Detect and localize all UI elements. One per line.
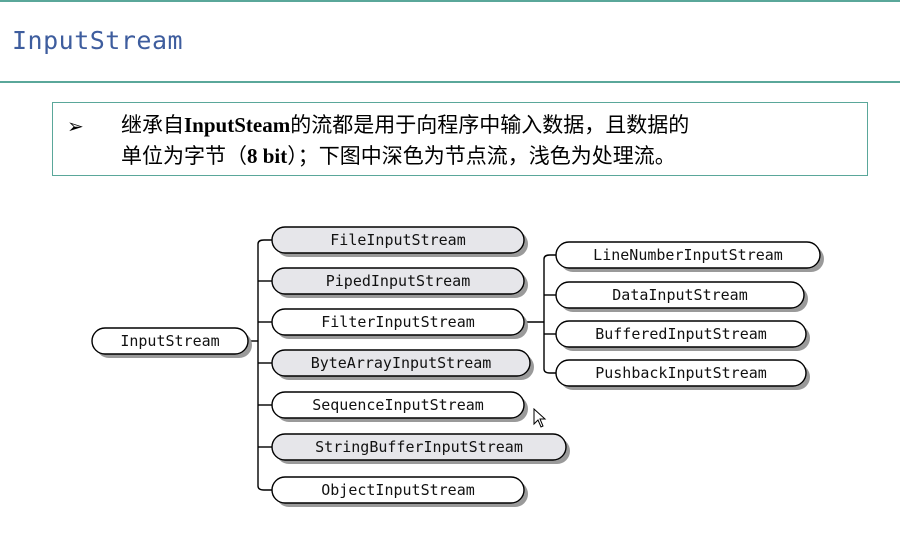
node-label: SequenceInputStream xyxy=(312,396,484,414)
node-box xyxy=(555,320,807,348)
node-label: PipedInputStream xyxy=(326,272,471,290)
node-pipedinputstream: PipedInputStream xyxy=(271,267,528,298)
node-box xyxy=(91,327,249,355)
node-box xyxy=(555,241,821,269)
node-label: FilterInputStream xyxy=(321,313,475,331)
note-line1-a: 继承自 xyxy=(121,113,184,137)
note-line1-b: InputSteam xyxy=(184,113,291,137)
mouse-cursor-icon xyxy=(533,408,547,428)
node-fileinputstream: FileInputStream xyxy=(271,226,528,257)
filter-branch-connector xyxy=(543,254,556,260)
node-label: InputStream xyxy=(120,332,219,350)
node-label: ByteArrayInputStream xyxy=(311,354,492,372)
node-box xyxy=(555,281,805,309)
node-label: DataInputStream xyxy=(612,286,747,304)
node-bufferedinputstream: BufferedInputStream xyxy=(555,320,810,351)
title-rule xyxy=(0,81,900,83)
note-box: ➢ 继承自InputSteam的流都是用于向程序中输入数据，且数据的 单位为字节… xyxy=(52,102,868,176)
node-datainputstream: DataInputStream xyxy=(555,281,808,312)
node-pushbackinputstream: PushbackInputStream xyxy=(555,359,810,390)
node-box xyxy=(271,226,525,254)
node-box xyxy=(271,349,531,377)
node-box xyxy=(555,359,807,387)
node-label: StringBufferInputStream xyxy=(315,438,523,456)
node-box xyxy=(271,308,525,336)
node-box xyxy=(271,433,567,461)
node-box xyxy=(271,267,525,295)
note-text: 继承自InputSteam的流都是用于向程序中输入数据，且数据的 单位为字节（8… xyxy=(121,110,861,172)
note-line2-b: 8 bit xyxy=(247,144,288,168)
node-box xyxy=(271,476,525,504)
branch-connector xyxy=(257,239,272,245)
node-objectinputstream: ObjectInputStream xyxy=(271,476,528,507)
note-line2-a: 单位为字节（ xyxy=(121,144,247,168)
node-filterinputstream: FilterInputStream xyxy=(271,308,528,339)
node-label: FileInputStream xyxy=(330,231,465,249)
node-box xyxy=(271,391,525,419)
top-rule xyxy=(0,0,900,2)
node-linenumberinputstream: LineNumberInputStream xyxy=(555,241,824,272)
node-label: PushbackInputStream xyxy=(595,364,767,382)
node-label: BufferedInputStream xyxy=(595,325,767,343)
node-label: ObjectInputStream xyxy=(321,481,475,499)
branch-connector xyxy=(257,485,272,491)
node-inputstream: InputStream xyxy=(91,327,252,358)
node-stringbufferinputstream: StringBufferInputStream xyxy=(271,433,570,464)
note-line2-c: ）；下图中深色为节点流，浅色为处理流。 xyxy=(287,144,676,168)
note-line1-c: 的流都是用于向程序中输入数据，且数据的 xyxy=(290,113,690,137)
arrow-bullet-icon: ➢ xyxy=(67,114,84,138)
node-bytearrayinputstream: ByteArrayInputStream xyxy=(271,349,534,380)
node-sequenceinputstream: SequenceInputStream xyxy=(271,391,528,422)
filter-branch-connector xyxy=(543,368,556,374)
slide-title: InputStream xyxy=(12,26,184,55)
node-label: LineNumberInputStream xyxy=(593,246,783,264)
